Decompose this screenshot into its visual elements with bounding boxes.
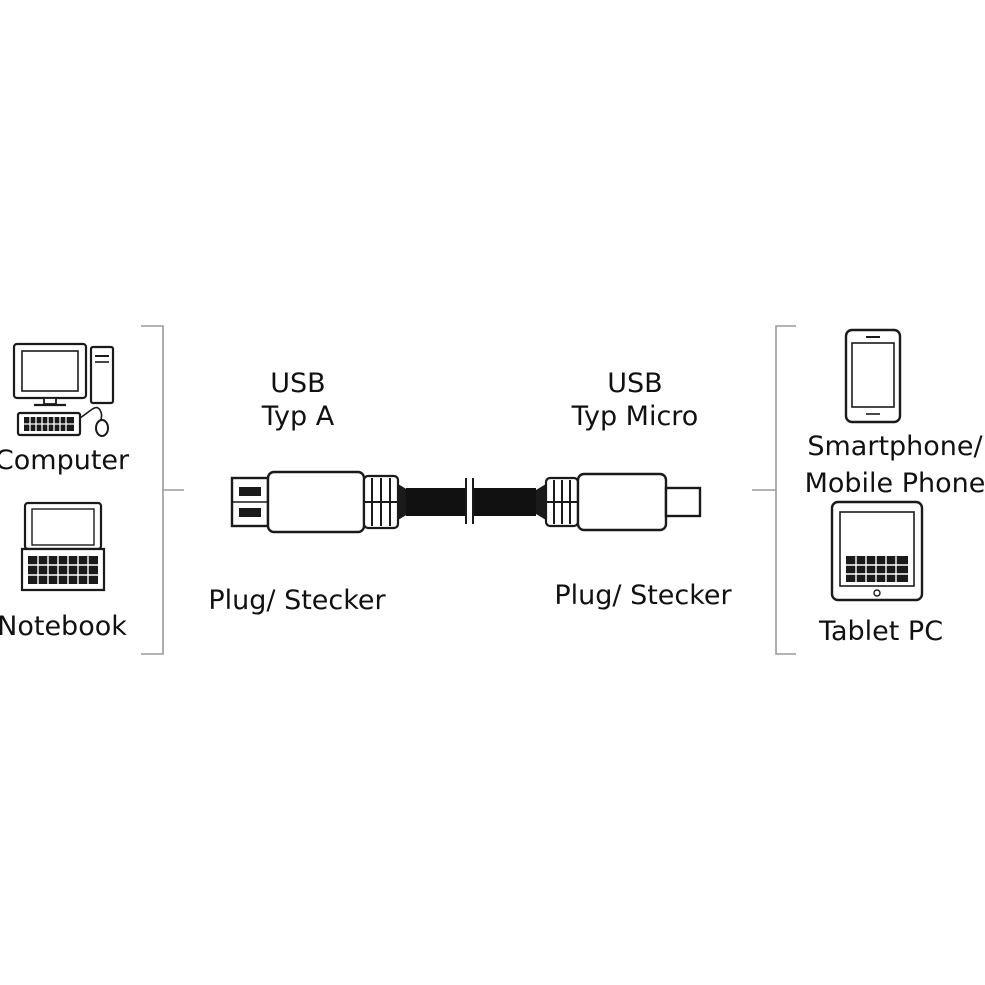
usb-micro-subtitle: Typ Micro (571, 401, 699, 432)
notebook-label: Notebook (0, 611, 127, 642)
usb-micro-title: USB (607, 368, 662, 399)
computer-icon (12, 342, 115, 437)
usb-a-subtitle: Typ A (261, 401, 335, 432)
smartphone-icon (844, 328, 902, 424)
tablet-label: Tablet PC (818, 616, 943, 647)
tablet-icon (830, 500, 924, 602)
usb-cable (406, 478, 536, 524)
usb-a-title: USB (270, 368, 325, 399)
notebook-icon (20, 501, 106, 592)
computer-label: Computer (0, 445, 130, 476)
smartphone-label-line2: Mobile Phone (805, 468, 985, 499)
usb-a-caption: Plug/ Stecker (208, 585, 386, 616)
usb-micro-plug-icon (536, 472, 702, 532)
left-bracket (141, 325, 184, 655)
smartphone-label-line1: Smartphone/ (807, 431, 983, 462)
right-bracket (752, 325, 796, 655)
usb-a-plug-icon (230, 470, 408, 534)
usb-micro-caption: Plug/ Stecker (554, 580, 732, 611)
